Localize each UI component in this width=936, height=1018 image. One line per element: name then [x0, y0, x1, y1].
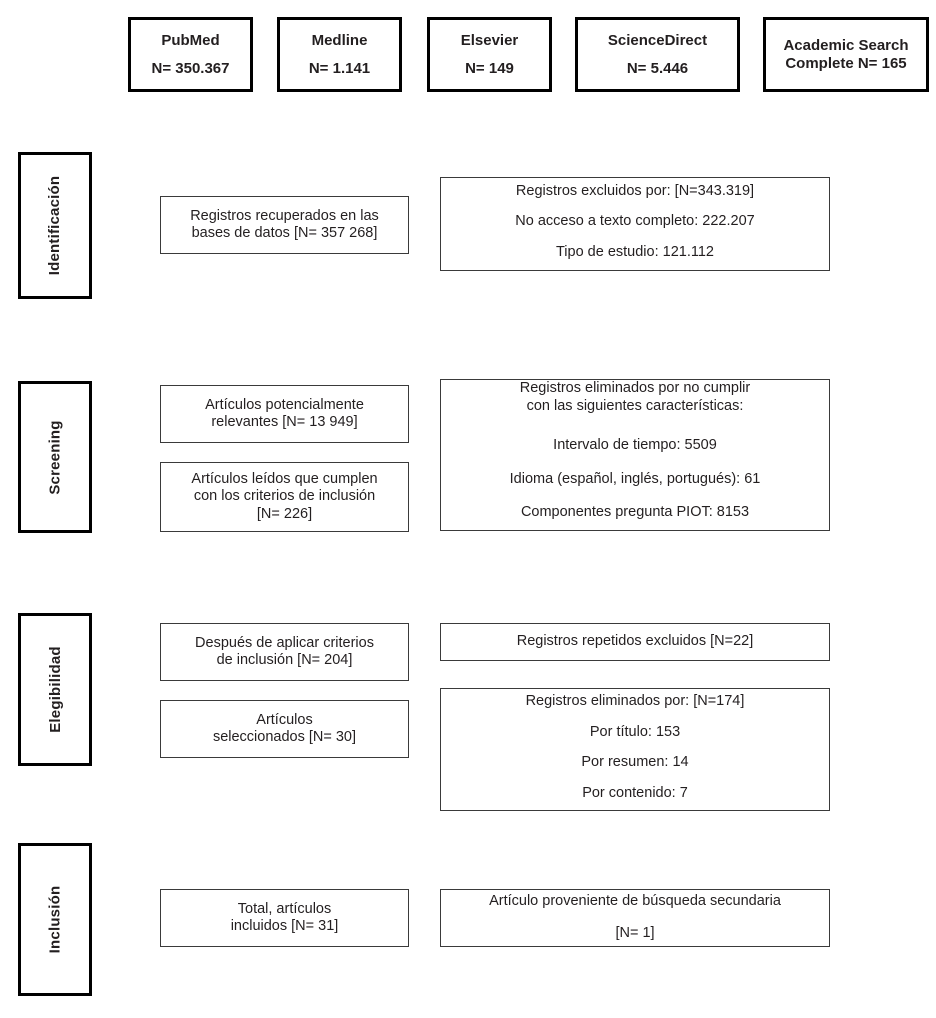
box-line: Registros eliminados por: [N=174] — [525, 693, 745, 710]
stage-label-identificacion: Identificación — [18, 152, 92, 299]
stage-label-screening: Screening — [18, 381, 92, 533]
box-line: Total, artículos — [237, 900, 332, 917]
source-box-sciencedirect: ScienceDirect N= 5.446 — [575, 17, 740, 92]
box-line: Intervalo de tiempo: 5509 — [553, 437, 717, 454]
elegibilidad-duplicates-excluded-box: Registros repetidos excluidos [N=22] — [440, 623, 830, 661]
box-line: Tipo de estudio: 121.112 — [555, 244, 714, 261]
box-line: No acceso a texto completo: 222.207 — [515, 213, 755, 230]
stage-label-elegibilidad: Elegibilidad — [18, 613, 92, 766]
source-count: N= 149 — [465, 60, 514, 77]
box-line: con los criterios de inclusión — [193, 488, 376, 505]
box-line: Por contenido: 7 — [582, 784, 688, 801]
screening-potentially-relevant-box: Artículos potencialmente relevantes [N= … — [160, 385, 409, 443]
box-line: incluidos [N= 31] — [230, 918, 339, 934]
elegibilidad-records-removed-box: Registros eliminados por: [N=174] Por tí… — [440, 688, 830, 811]
box-line: seleccionados [N= 30] — [212, 729, 357, 745]
box-line: bases de datos [N= 357 268] — [191, 225, 378, 241]
inclusion-total-included-box: Total, artículos incluidos [N= 31] — [160, 889, 409, 947]
box-line: Por título: 153 — [589, 723, 681, 740]
stage-label-text: Inclusión — [46, 885, 64, 954]
box-line: Artículos leídos que cumplen — [191, 470, 378, 487]
source-box-pubmed: PubMed N= 350.367 — [128, 17, 253, 92]
box-line: Después de aplicar criterios — [195, 634, 374, 651]
screening-records-removed-box: Registros eliminados por no cumplir con … — [440, 379, 830, 531]
inclusion-secondary-search-box: Artículo proveniente de búsqueda secunda… — [440, 889, 830, 947]
source-name: Elsevier — [460, 31, 519, 49]
box-line: Artículos potencialmente — [205, 396, 364, 413]
box-line: [N= 1] — [615, 925, 655, 941]
identificacion-records-excluded-box: Registros excluidos por: [N=343.319] No … — [440, 177, 830, 271]
box-line: Registros excluidos por: [N=343.319] — [515, 182, 755, 199]
box-line: [N= 226] — [256, 505, 313, 522]
source-box-elsevier: Elsevier N= 149 — [427, 17, 552, 92]
identificacion-records-retrieved-box: Registros recuperados en las bases de da… — [160, 196, 409, 254]
source-count: N= 1.141 — [308, 60, 371, 77]
source-name: Academic Search — [783, 36, 909, 54]
box-line: relevantes [N= 13 949] — [211, 414, 358, 430]
elegibilidad-selected-articles-box: Artículos seleccionados [N= 30] — [160, 700, 409, 758]
box-line: con las siguientes características: — [526, 397, 744, 414]
stage-label-inclusion: Inclusión — [18, 843, 92, 996]
box-line: Idioma (español, inglés, portugués): 61 — [509, 470, 761, 487]
box-line: Registros eliminados por no cumplir — [519, 380, 751, 397]
stage-label-text: Screening — [46, 419, 64, 495]
box-line: Registros recuperados en las — [190, 207, 379, 224]
source-name: PubMed — [161, 31, 220, 49]
box-line: Registros repetidos excluidos [N=22] — [516, 633, 754, 650]
box-line: Componentes pregunta PIOT: 8153 — [520, 504, 750, 521]
stage-label-text: Elegibilidad — [46, 646, 64, 733]
box-line: Artículos — [256, 711, 313, 728]
source-box-medline: Medline N= 1.141 — [277, 17, 402, 92]
source-name: Medline — [311, 31, 368, 49]
source-box-academic-search-complete: Academic Search Complete N= 165 — [763, 17, 929, 92]
source-count: N= 350.367 — [151, 60, 230, 77]
box-line: Por resumen: 14 — [581, 754, 689, 771]
source-count: N= 5.446 — [626, 60, 689, 77]
box-line: Artículo proveniente de búsqueda secunda… — [489, 893, 781, 910]
stage-label-text: Identificación — [46, 175, 64, 276]
source-name: ScienceDirect — [607, 31, 708, 49]
box-line: de inclusión [N= 204] — [216, 652, 353, 668]
elegibilidad-after-criteria-box: Después de aplicar criterios de inclusió… — [160, 623, 409, 681]
screening-read-meeting-criteria-box: Artículos leídos que cumplen con los cri… — [160, 462, 409, 532]
source-count: Complete N= 165 — [785, 55, 907, 72]
